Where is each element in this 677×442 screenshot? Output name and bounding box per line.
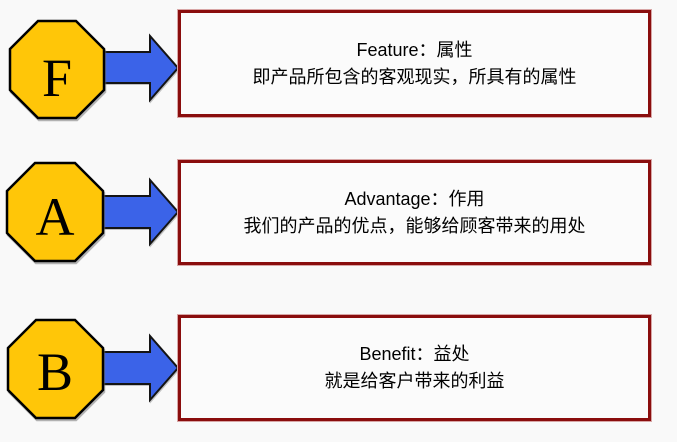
feature-shape-group: F [8, 19, 180, 120]
feature-box-description: 即产品所包含的客观现实，所具有的属性 [252, 66, 577, 87]
octagon-letter-f: F [42, 48, 72, 108]
octagon-letter-a: A [36, 187, 75, 247]
advantage-box-description: 我们的产品的优点，能够给顾客带来的用处 [243, 215, 586, 236]
arrow-right-icon [99, 33, 180, 103]
benefit-box-title: Benefit：益处 [359, 344, 470, 364]
octagon-shape-f [8, 19, 106, 120]
benefit-box: Benefit：益处 就是给客户带来的利益 [178, 315, 651, 421]
advantage-shape-group: A [5, 161, 180, 263]
advantage-box-title: Advantage：作用 [344, 188, 485, 209]
feature-box: Feature：属性 即产品所包含的客观现实，所具有的属性 [178, 10, 651, 117]
advantage-box: Advantage：作用 我们的产品的优点，能够给顾客带来的用处 [178, 160, 651, 265]
feature-box-title: Feature：属性 [356, 39, 473, 60]
octagon-shape-b [6, 318, 105, 420]
benefit-box-description: 就是给客户带来的利益 [324, 371, 505, 391]
octagon-letter-b: B [37, 342, 73, 402]
arrow-right-icon [97, 177, 180, 247]
arrow-right-icon [97, 333, 180, 403]
octagon-shape-a [5, 161, 105, 263]
benefit-shape-group: B [6, 318, 180, 420]
